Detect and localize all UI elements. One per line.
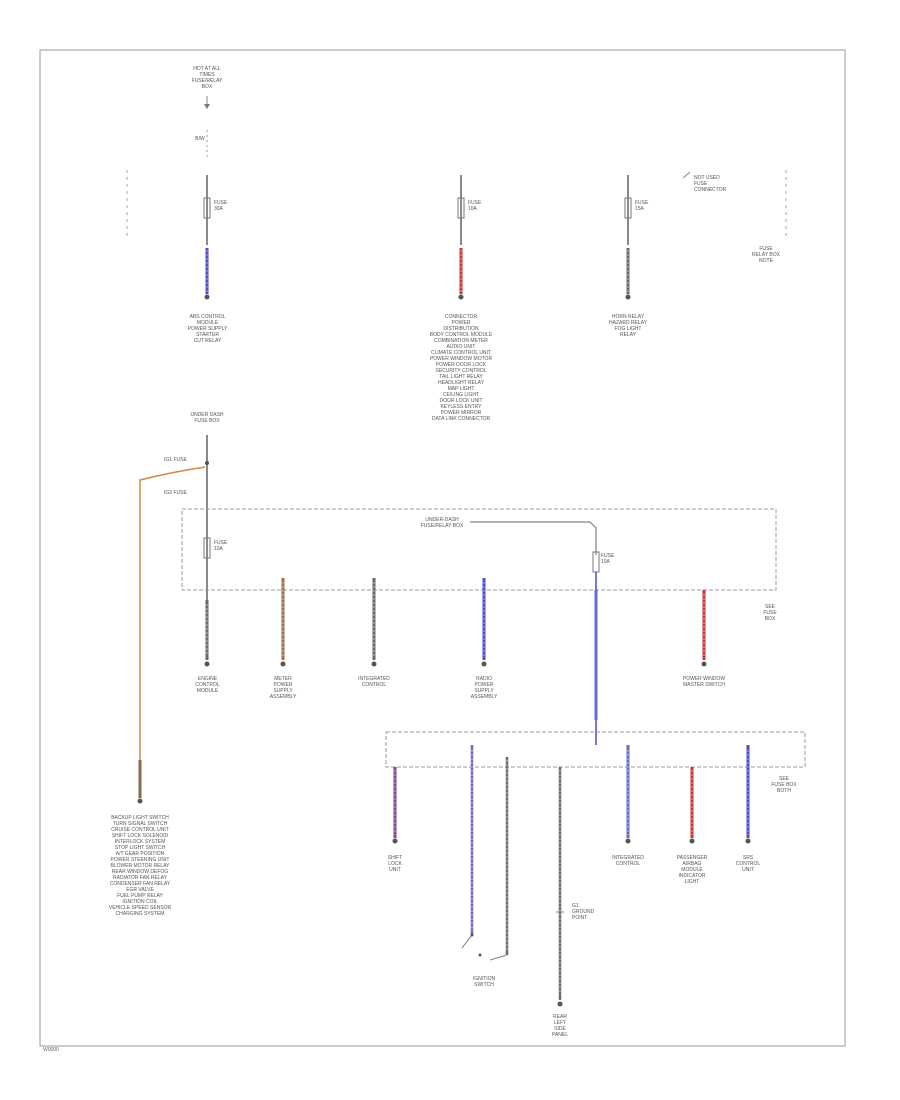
mid-output-1: [204, 600, 210, 667]
source-arrow: [204, 104, 210, 109]
terminal-col-c: [625, 294, 631, 300]
internal-bus: [470, 521, 597, 555]
label-fuse-b: FUSE 10A: [468, 200, 482, 212]
label-under-dash-box: UNDER DASH FUSE BOX: [190, 412, 224, 424]
label-low-dest-1: SHIFT LOCK UNIT: [387, 855, 403, 873]
lower-fuse-box: [385, 731, 806, 768]
fuse-col-a: [203, 197, 211, 219]
label-low-dest-3: PASSENGER AIRBAG MODULE INDICATOR LIGHT: [676, 855, 708, 885]
label-top-source: HOT AT ALL TIMES FUSE/RELAY BOX: [191, 66, 223, 90]
label-dest-a: ABS CONTROL MODULE POWER SUPPLY STARTER …: [187, 314, 228, 344]
label-right-box-note: FUSE RELAY BOX NOTE: [752, 246, 780, 264]
under-dash-fuse-box: [181, 508, 777, 591]
label-bottom-ground: REAR LEFT SIDE PANEL: [551, 1014, 569, 1038]
label-mid-dest-1: ENGINE CONTROL MODULE: [195, 676, 220, 694]
label-top-wire: B/W: [195, 136, 205, 142]
label-mid-dest-2: METER POWER SUPPLY ASSEMBLY: [269, 676, 297, 700]
label-dest-b: CONNECTOR POWER DISTRIBUTION BODY CONTRO…: [429, 314, 493, 422]
fuse-box-col-1: [203, 537, 211, 559]
ignition-switch-symbol: [461, 933, 482, 957]
label-mid-dest-5: POWER WINDOW MASTER SWITCH: [682, 676, 726, 688]
fuse-col-b: [457, 197, 465, 219]
low-output-1: [392, 767, 398, 844]
label-ign-2: IG2 FUSE: [164, 490, 187, 496]
mid-output-4: [481, 578, 487, 667]
diagram-frame: [39, 49, 846, 1047]
right-note-tick: [682, 171, 691, 179]
low-output-3: [489, 757, 509, 961]
mid-output-2: [280, 578, 286, 667]
mid-output-6: [701, 590, 707, 667]
label-ign-1: IG1 FUSE: [164, 457, 187, 463]
label-low-dest-2: INTEGRATED CONTROL: [612, 855, 644, 867]
label-udb-side: SEE FUSE BOX: [763, 604, 777, 622]
label-udb-fuse-5: FUSE 10A: [601, 553, 615, 565]
wire-orange-branch: [139, 466, 206, 760]
low-output-6: [689, 767, 695, 844]
fuse-col-c: [624, 197, 632, 219]
terminal-col-b: [458, 294, 464, 300]
splice-ign: [205, 461, 209, 465]
label-low-dest-4: SRS CONTROL UNIT: [735, 855, 761, 873]
mid-output-3: [371, 578, 377, 667]
label-switch: IGNITION SWITCH: [472, 976, 496, 988]
terminal-left-branch: [137, 798, 143, 804]
label-udb-fuse-1: FUSE 10A: [214, 540, 228, 552]
label-dest-c: HORN RELAY HAZARD RELAY FOG LIGHT RELAY: [609, 314, 647, 338]
terminal-col-a: [204, 294, 210, 300]
label-fuse-a: FUSE 30A: [214, 200, 228, 212]
label-left-dest: BACKUP LIGHT SWITCH TURN SIGNAL SWITCH C…: [108, 815, 172, 917]
low-output-5: [625, 745, 631, 844]
label-udb-title: UNDER-DASH FUSE/RELAY BOX: [420, 517, 464, 529]
low-output-7: [745, 745, 751, 844]
low-output-4: [556, 767, 564, 1007]
label-ground-note: G1 GROUND POINT: [572, 903, 595, 921]
label-mid-dest-4: RADIO POWER SUPPLY ASSEMBLY: [470, 676, 498, 700]
label-mid-dest-3: INTEGRATED CONTROL: [358, 676, 390, 688]
label-lower-box-side: SEE FUSE BOX BOTH: [771, 776, 797, 794]
label-fuse-d-right: NOT USED FUSE CONNECTOR: [694, 175, 727, 193]
figure-code: W0000: [43, 1047, 59, 1053]
label-fuse-c: FUSE 15A: [635, 200, 649, 212]
